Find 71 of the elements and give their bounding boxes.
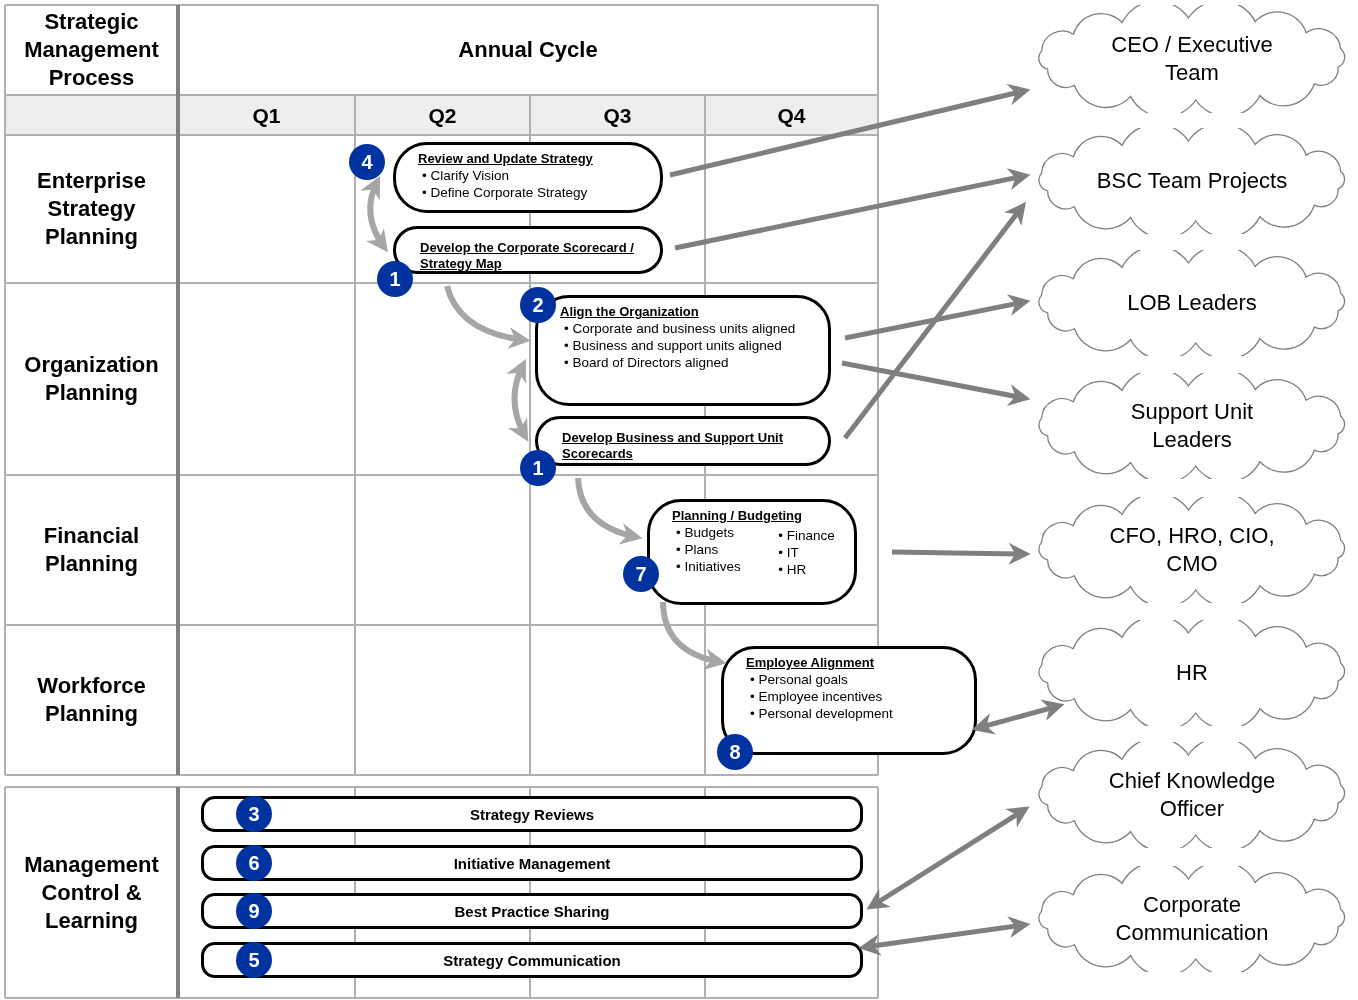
column-heading: Q3 <box>603 102 632 129</box>
number-badge: 1 <box>520 450 556 486</box>
bullet-item: • Business and support units aligned <box>564 337 783 354</box>
box-heading: Align the Organization <box>560 304 700 320</box>
bullet-item: • Clarify Vision <box>422 167 510 184</box>
number-badge: 1 <box>377 261 413 297</box>
box-heading: Planning / Budgeting <box>672 508 803 524</box>
process-bar <box>201 845 863 881</box>
cloud-label: HR <box>1176 659 1208 687</box>
bullet-item: • Define Corporate Strategy <box>422 184 589 201</box>
row-heading: Organization Planning <box>23 351 160 407</box>
number-badge: 7 <box>623 556 659 592</box>
bar-label: Initiative Management <box>453 854 611 872</box>
bullet-item: • Initiatives <box>676 558 742 575</box>
table-title: Annual Cycle <box>458 36 598 64</box>
cloud-label: Chief Knowledge Officer <box>1107 767 1277 823</box>
arrow <box>444 285 531 349</box>
number-badge: 3 <box>236 796 272 832</box>
arrow <box>841 360 1031 406</box>
bar-label: Strategy Reviews <box>469 805 595 823</box>
cloud-label: CFO, HRO, CIO, CMO <box>1108 522 1276 578</box>
row-heading: Management Control & Learning <box>23 850 160 935</box>
box-heading: Develop the Corporate Scorecard / Strategy Map <box>420 240 635 272</box>
bar-label: Best Practice Sharing <box>454 902 610 920</box>
arrow <box>866 806 1030 910</box>
box-heading: Employee Alignment <box>746 655 876 671</box>
arrow <box>506 359 529 442</box>
process-bar <box>201 942 863 978</box>
bullet-item: • IT <box>778 544 800 561</box>
arrow <box>844 294 1031 341</box>
number-badge: 9 <box>236 893 272 929</box>
row-heading: Workforce Planning <box>36 672 147 728</box>
number-badge: 6 <box>236 845 272 881</box>
table-title: Strategic Management Process <box>23 8 160 92</box>
number-badge: 4 <box>349 144 385 180</box>
number-badge: 5 <box>236 942 272 978</box>
bullet-item: • Personal goals <box>750 671 849 688</box>
number-badge: 8 <box>717 734 753 770</box>
bar-label: Strategy Communication <box>443 951 621 969</box>
cloud-label: BSC Team Projects <box>1096 167 1288 195</box>
arrow <box>669 83 1031 178</box>
row-heading: Financial Planning <box>42 522 141 578</box>
arrow <box>858 916 1031 956</box>
bullet-item: • Finance <box>778 527 836 544</box>
bullet-item: • Employee incentives <box>750 688 884 705</box>
bullet-item: • Corporate and business units aligned <box>564 320 797 337</box>
arrow <box>971 699 1065 735</box>
bullet-item: • Plans <box>676 541 720 558</box>
number-badge: 2 <box>520 287 556 323</box>
arrow <box>360 176 388 253</box>
cloud-label: Corporate Communication <box>1114 891 1270 947</box>
arrow <box>660 601 727 670</box>
arrow <box>891 542 1031 565</box>
bullet-item: • Budgets <box>676 524 735 541</box>
cloud-label: LOB Leaders <box>1127 289 1257 317</box>
column-heading: Q2 <box>428 102 457 129</box>
cloud-label: Support Unit Leaders <box>1129 398 1255 454</box>
column-heading: Q1 <box>252 102 281 129</box>
process-bar <box>201 796 863 832</box>
arrow <box>843 201 1026 440</box>
arrow <box>575 477 643 545</box>
cloud-label: CEO / Executive Team <box>1110 31 1274 87</box>
bullet-item: • HR <box>778 561 808 578</box>
process-bar <box>201 893 863 929</box>
box-heading: Review and Update Strategy <box>418 151 594 167</box>
column-heading: Q4 <box>777 102 806 129</box>
arrow <box>674 168 1031 251</box>
bullet-item: • Board of Directors aligned <box>564 354 730 371</box>
bullet-item: • Personal development <box>750 705 894 722</box>
box-heading: Develop Business and Support Unit Scorecards <box>562 430 785 462</box>
row-heading: Enterprise Strategy Planning <box>36 167 147 251</box>
